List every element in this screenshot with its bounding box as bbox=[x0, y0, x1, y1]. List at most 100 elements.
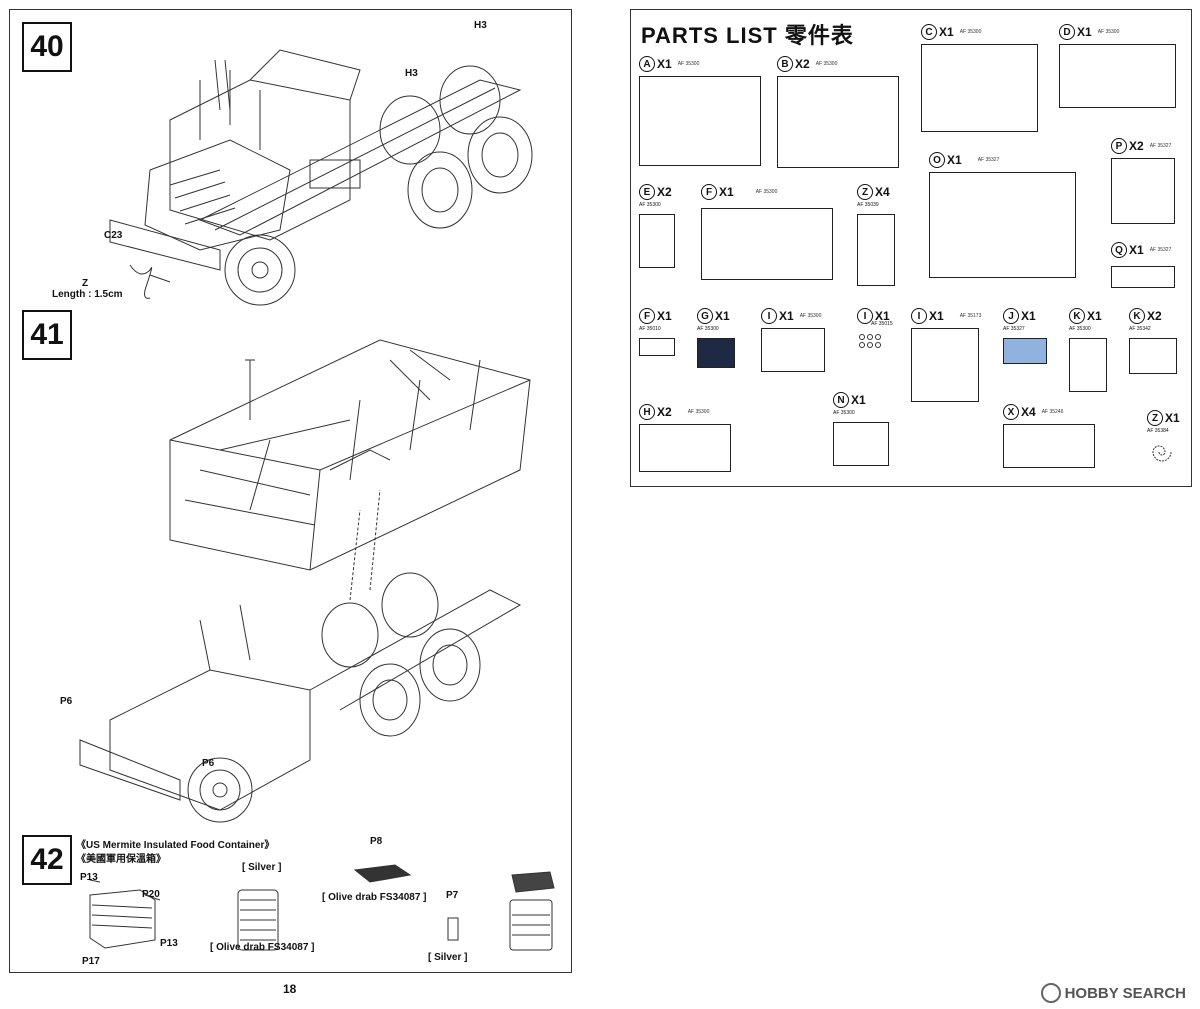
sprue-letter: F bbox=[701, 184, 717, 200]
part-label-h3-top: H3 bbox=[474, 20, 487, 31]
sprue-code: AF 35327 bbox=[1149, 247, 1172, 253]
sprue-frame bbox=[1111, 158, 1175, 224]
sprue-qty: X2 bbox=[1129, 139, 1144, 153]
sprue-frame bbox=[639, 214, 675, 268]
sprue-code: AF 35327 bbox=[1003, 326, 1025, 332]
sprue-qty: X2 bbox=[657, 405, 672, 419]
sprue-qty: X4 bbox=[1021, 405, 1036, 419]
small-parts-icon bbox=[859, 334, 881, 348]
sprue-letter: K bbox=[1129, 308, 1145, 324]
sprue-letter: Z bbox=[1147, 410, 1163, 426]
sprue-letter: D bbox=[1059, 24, 1075, 40]
sprue-code: AF 35010 bbox=[639, 326, 661, 332]
sprue-letter: J bbox=[1003, 308, 1019, 324]
sprue-letter: B bbox=[777, 56, 793, 72]
sprue-code: AF 35327 bbox=[1149, 143, 1172, 149]
sprue-letter: O bbox=[929, 152, 945, 168]
sprue-frame bbox=[639, 424, 731, 472]
sprue-letter: I bbox=[911, 308, 927, 324]
sprue-qty: X1 bbox=[939, 25, 954, 39]
part-label-z: Z bbox=[82, 278, 89, 289]
sprue-frame bbox=[911, 328, 979, 402]
sprue-code: AF 35300 bbox=[833, 410, 855, 416]
sprue-qty: X4 bbox=[875, 185, 890, 199]
sprue-letter: Q bbox=[1111, 242, 1127, 258]
sprue-frame bbox=[697, 338, 735, 368]
sprue-letter: X bbox=[1003, 404, 1019, 420]
sprue-qty: X2 bbox=[795, 57, 810, 71]
sprue-letter: P bbox=[1111, 138, 1127, 154]
truck-chassis-illustration bbox=[109, 49, 533, 306]
sprue-frame bbox=[639, 76, 761, 166]
sprue-frame bbox=[1129, 338, 1177, 374]
part-label-p6-right: P6 bbox=[202, 758, 215, 769]
page-number: 18 bbox=[283, 982, 297, 996]
sprue-code: AF 35300 bbox=[959, 29, 982, 35]
cable-length-note: Length : 1.5cm bbox=[52, 289, 123, 300]
sprue-qty: X1 bbox=[715, 309, 730, 323]
sprue-letter: K bbox=[1069, 308, 1085, 324]
sprue-letter: G bbox=[697, 308, 713, 324]
sprue-frame bbox=[1003, 424, 1095, 468]
sprue-code: AF 35384 bbox=[1147, 428, 1169, 434]
step-number-42: 42 bbox=[22, 835, 72, 885]
part-label-p17: P17 bbox=[82, 956, 100, 967]
sprue-code: AF 35300 bbox=[639, 202, 661, 208]
paint-note-olive-left: [ Olive drab FS34087 ] bbox=[210, 942, 315, 953]
sprue-code: AF 35300 bbox=[697, 326, 719, 332]
part-label-h3-mid: H3 bbox=[405, 68, 418, 79]
sprue-qty: X2 bbox=[657, 185, 672, 199]
sprue-qty: X1 bbox=[779, 309, 794, 323]
sprue-qty: X1 bbox=[1165, 411, 1180, 425]
sprue-code: AF 35300 bbox=[799, 313, 822, 319]
sprue-code: AF 35327 bbox=[977, 157, 1000, 163]
sprue-letter: N bbox=[833, 392, 849, 408]
paint-note-silver-top: [ Silver ] bbox=[242, 862, 282, 873]
sprue-letter: C bbox=[921, 24, 937, 40]
sprue-frame bbox=[1111, 266, 1175, 288]
sprue-qty: X1 bbox=[947, 153, 962, 167]
sprue-code: AF 35300 bbox=[687, 409, 710, 415]
sprue-letter: H bbox=[639, 404, 655, 420]
cargo-box-assembly-illustration bbox=[79, 339, 531, 823]
sprue-qty: X1 bbox=[657, 309, 672, 323]
sprue-code: AF 35300 bbox=[755, 189, 778, 195]
sprue-code: AF 35342 bbox=[1129, 326, 1151, 332]
parts-list-title: PARTS LIST 零件表 bbox=[641, 23, 854, 48]
hobby-search-watermark: HOBBY SEARCH bbox=[1040, 983, 1186, 1003]
sprue-frame bbox=[857, 214, 895, 286]
sprue-frame bbox=[833, 422, 889, 466]
sprue-code: AF 35300 bbox=[815, 61, 838, 67]
sprue-frame bbox=[929, 172, 1076, 278]
sprue-letter: A bbox=[639, 56, 655, 72]
sprue-letter: I bbox=[857, 308, 873, 324]
step-number-40: 40 bbox=[22, 22, 72, 72]
sprue-frame bbox=[639, 338, 675, 356]
paint-note-olive-mid: [ Olive drab FS34087 ] bbox=[322, 892, 427, 903]
sprue-code: AF 35173 bbox=[959, 313, 982, 319]
part-label-p13-bottom: P13 bbox=[160, 938, 178, 949]
sprue-frame bbox=[1059, 44, 1176, 108]
step-42-title-en: 《US Mermite Insulated Food Container》 bbox=[76, 840, 275, 851]
sprue-qty: X1 bbox=[1021, 309, 1036, 323]
sprue-letter: E bbox=[639, 184, 655, 200]
sprue-qty: X1 bbox=[929, 309, 944, 323]
sprue-qty: X1 bbox=[1077, 25, 1092, 39]
sprue-qty: X1 bbox=[657, 57, 672, 71]
sprue-letter: I bbox=[761, 308, 777, 324]
sprue-qty: X1 bbox=[719, 185, 734, 199]
step-42-title-zh: 《美國軍用保溫箱》 bbox=[76, 854, 166, 865]
food-container-illustration bbox=[89, 864, 555, 951]
sprue-frame bbox=[1069, 338, 1107, 392]
sprue-qty: X1 bbox=[875, 309, 890, 323]
paint-note-silver-bottom: [ Silver ] bbox=[428, 952, 468, 963]
sprue-code: AF 35246 bbox=[1041, 409, 1064, 415]
sprue-code: AF 35300 bbox=[1069, 326, 1091, 332]
sprue-qty: X1 bbox=[1087, 309, 1102, 323]
sprue-qty: X1 bbox=[1129, 243, 1144, 257]
sprue-qty: X1 bbox=[851, 393, 866, 407]
sprue-code: AF 35015 bbox=[871, 321, 893, 327]
sprue-frame bbox=[921, 44, 1038, 132]
watermark-text: HOBBY SEARCH bbox=[1064, 984, 1186, 1002]
coil-cable-icon bbox=[1152, 445, 1172, 462]
